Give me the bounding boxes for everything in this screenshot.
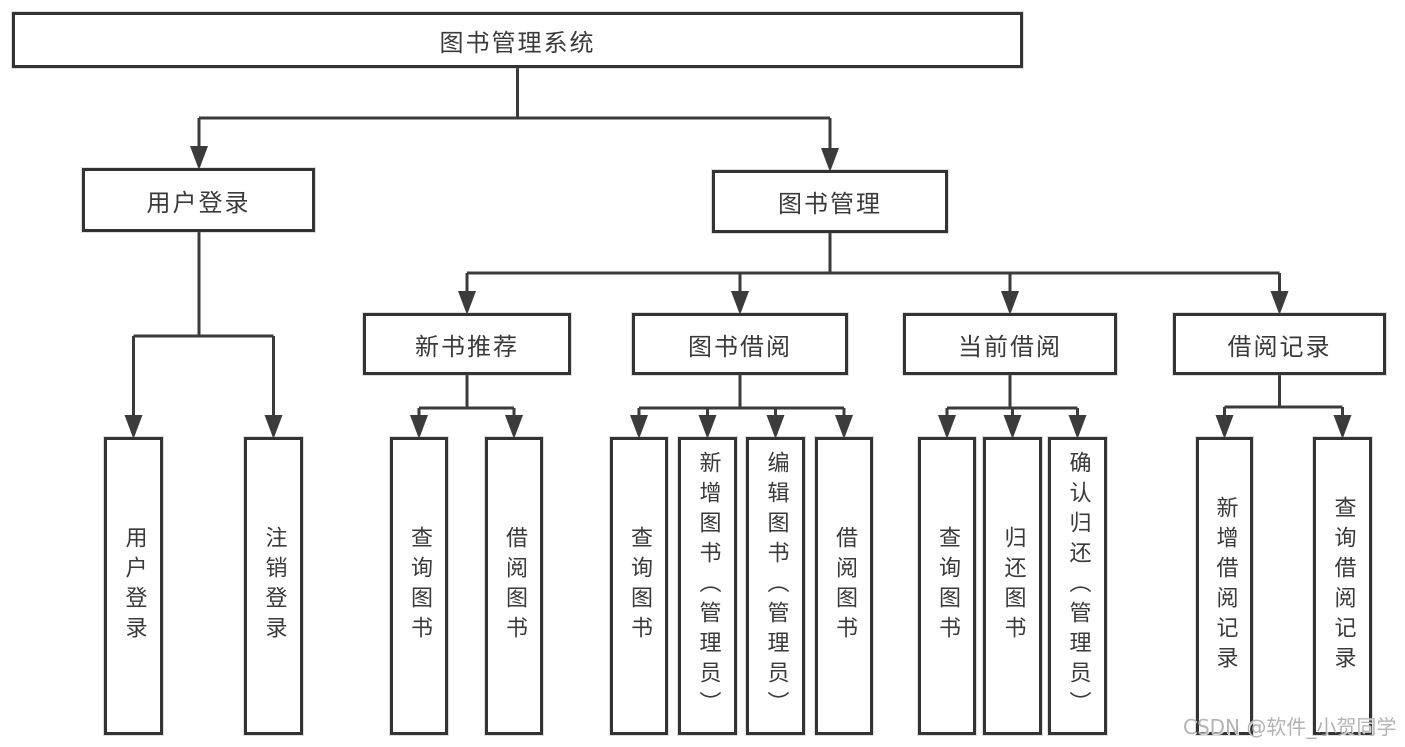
- arrow-down-icon: [821, 148, 839, 172]
- arrow-down-icon: [731, 291, 749, 315]
- node-label: 确认归还（管理员）: [1065, 451, 1091, 721]
- node-label: 借阅图书: [832, 526, 857, 646]
- node-book-borrow: 图书借阅: [632, 313, 848, 375]
- node-label: 新增借阅记录: [1212, 496, 1238, 676]
- leaf-nb-query-books: 查询图书: [390, 437, 448, 735]
- node-label: 用户登录: [121, 526, 147, 646]
- connector-records-to-leaves: [1215, 375, 1352, 439]
- node-label: 归还图书: [1000, 526, 1026, 646]
- node-current-borrow: 当前借阅: [903, 313, 1117, 375]
- leaf-nb-borrow-books: 借阅图书: [485, 437, 543, 735]
- arrow-down-icon: [458, 291, 476, 315]
- arrow-down-icon: [630, 415, 648, 439]
- node-label: 新书推荐: [415, 332, 519, 361]
- node-book-management: 图书管理: [712, 170, 948, 233]
- connector-book-borrow-to-leaves: [630, 375, 853, 439]
- node-label: 编辑图书（管理员）: [763, 451, 789, 721]
- connector-current-borrow-to-leaves: [938, 375, 1087, 439]
- leaf-logout-login: 注销登录: [244, 437, 303, 735]
- arrow-down-icon: [835, 415, 853, 439]
- arrow-down-icon: [1333, 415, 1352, 439]
- node-label: 注销登录: [261, 526, 287, 646]
- arrow-down-icon: [698, 415, 717, 439]
- arrow-down-icon: [410, 415, 428, 439]
- arrow-down-icon: [264, 415, 283, 439]
- node-user-login: 用户登录: [82, 168, 315, 232]
- arrow-down-icon: [1270, 291, 1289, 315]
- connector-new-book-to-leaves: [410, 375, 523, 439]
- leaf-br-query-record: 查询借阅记录: [1313, 437, 1372, 735]
- node-label: 图书管理系统: [439, 28, 596, 57]
- arrow-down-icon: [505, 415, 523, 439]
- node-library-management-system: 图书管理系统: [12, 12, 1023, 68]
- connector-user-login-to-leaves: [124, 232, 283, 439]
- node-label: 用户登录: [146, 188, 251, 217]
- connector-book-mgmt-to-level3: [458, 233, 1289, 315]
- node-label: 查询图书: [935, 526, 960, 646]
- arrow-down-icon: [190, 146, 208, 170]
- node-label: 当前借阅: [958, 332, 1062, 361]
- leaf-bb-edit-books-admin: 编辑图书（管理员）: [746, 437, 805, 735]
- node-new-book-recommend: 新书推荐: [363, 313, 571, 375]
- leaf-cb-confirm-return-admin: 确认归还（管理员）: [1048, 437, 1107, 735]
- leaf-bb-add-books-admin: 新增图书（管理员）: [678, 437, 737, 735]
- node-label: 图书借阅: [688, 332, 792, 361]
- leaf-bb-borrow-books: 借阅图书: [815, 437, 873, 735]
- arrow-down-icon: [1003, 415, 1022, 439]
- arrow-down-icon: [938, 415, 956, 439]
- leaf-cb-return-books: 归还图书: [983, 437, 1042, 735]
- node-label: 借阅记录: [1227, 332, 1332, 361]
- leaf-br-add-record: 新增借阅记录: [1196, 437, 1253, 735]
- node-label: 查询借阅记录: [1330, 496, 1356, 676]
- arrow-down-icon: [766, 415, 785, 439]
- node-label: 借阅图书: [502, 526, 527, 646]
- csdn-watermark: CSDN @软件_小贺同学: [1183, 715, 1397, 739]
- node-label: 查询图书: [407, 526, 432, 646]
- leaf-cb-query-books: 查询图书: [918, 437, 976, 735]
- node-label: 新增图书（管理员）: [695, 451, 721, 721]
- arrow-down-icon: [124, 415, 143, 439]
- arrow-down-icon: [1068, 415, 1087, 439]
- node-label: 查询图书: [627, 526, 652, 646]
- node-borrow-records: 借阅记录: [1173, 313, 1386, 375]
- connector-root-to-level2: [190, 68, 839, 172]
- arrow-down-icon: [1215, 415, 1234, 439]
- node-label: 图书管理: [778, 190, 882, 218]
- leaf-user-login: 用户登录: [104, 437, 163, 735]
- arrow-down-icon: [1001, 291, 1019, 315]
- leaf-bb-query-books: 查询图书: [610, 437, 668, 735]
